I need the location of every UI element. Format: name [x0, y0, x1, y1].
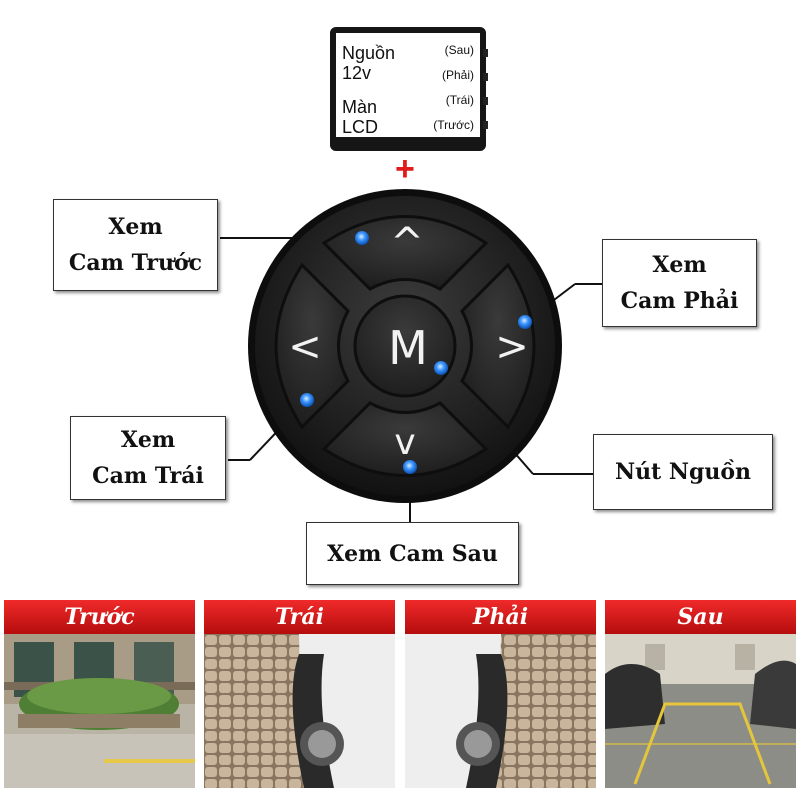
- right-arrow-icon: >: [495, 324, 529, 370]
- panel-title: Sau: [605, 600, 796, 634]
- callout-line-2: Cam Trước: [68, 250, 203, 276]
- connector-pin: [483, 49, 488, 57]
- led-indicator: [434, 361, 448, 375]
- control-box-label: Nguồn: [342, 43, 396, 63]
- rear-view-photo: [605, 634, 796, 788]
- m-button-label: M: [388, 321, 428, 375]
- down-button[interactable]: [321, 401, 489, 477]
- left-arrow-icon: <: [288, 324, 322, 370]
- control-box-port: (Phải): [441, 68, 474, 82]
- rear-camera-view: Sau: [605, 600, 796, 788]
- led-indicator: [518, 315, 532, 329]
- connector-pin: [483, 73, 488, 81]
- front-camera-view: Trước: [4, 600, 195, 788]
- up-arrow-icon: ^: [390, 220, 424, 266]
- control-box-port: (Sau): [444, 43, 474, 57]
- right-camera-view: Phải: [405, 600, 596, 788]
- callout-front-camera: Xem Cam Trước: [53, 199, 218, 291]
- callout-line-1: Xem Cam Sau: [327, 540, 498, 567]
- callout-line-1: Xem: [108, 214, 163, 240]
- control-box: Nguồn 12v Màn LCD (Sau) (Phải) (Trái) (T…: [330, 27, 488, 151]
- down-arrow-icon: v: [394, 422, 415, 463]
- callout-line-2: Cam Phải: [620, 288, 739, 314]
- led-indicator: [300, 393, 314, 407]
- plus-sign: +: [395, 150, 415, 188]
- power-button[interactable]: [353, 294, 457, 398]
- control-box-label: Màn: [342, 97, 378, 117]
- left-button[interactable]: [274, 262, 350, 430]
- control-box-label: 12v: [342, 63, 372, 83]
- callout-power-button: Nút Nguồn: [593, 434, 773, 510]
- led-indicator: [403, 460, 417, 474]
- callout-right-camera: Xem Cam Phải: [602, 239, 757, 327]
- left-camera-view: Trái: [204, 600, 395, 788]
- panel-title: Trái: [204, 600, 395, 634]
- left-view-photo: [204, 634, 395, 788]
- led-indicator: [355, 231, 369, 245]
- panel-title: Phải: [405, 600, 596, 634]
- control-box-port: (Trái): [445, 93, 474, 107]
- callout-left-camera: Xem Cam Trái: [70, 416, 226, 500]
- callout-line-1: Xem: [120, 427, 176, 453]
- callout-line-2: Cam Trái: [92, 463, 204, 489]
- connector-pin: [483, 97, 488, 105]
- callout-line-1: Nút Nguồn: [614, 459, 752, 485]
- right-button[interactable]: [460, 262, 536, 430]
- control-box-label: LCD: [342, 117, 379, 137]
- callout-line-1: Xem: [652, 252, 707, 278]
- right-view-photo: [405, 634, 596, 788]
- front-view-photo: [4, 634, 195, 788]
- control-box-port: (Trước): [433, 118, 474, 132]
- panel-title: Trước: [4, 600, 195, 634]
- connector-pin: [483, 121, 488, 129]
- callout-rear-camera: Xem Cam Sau: [306, 522, 519, 585]
